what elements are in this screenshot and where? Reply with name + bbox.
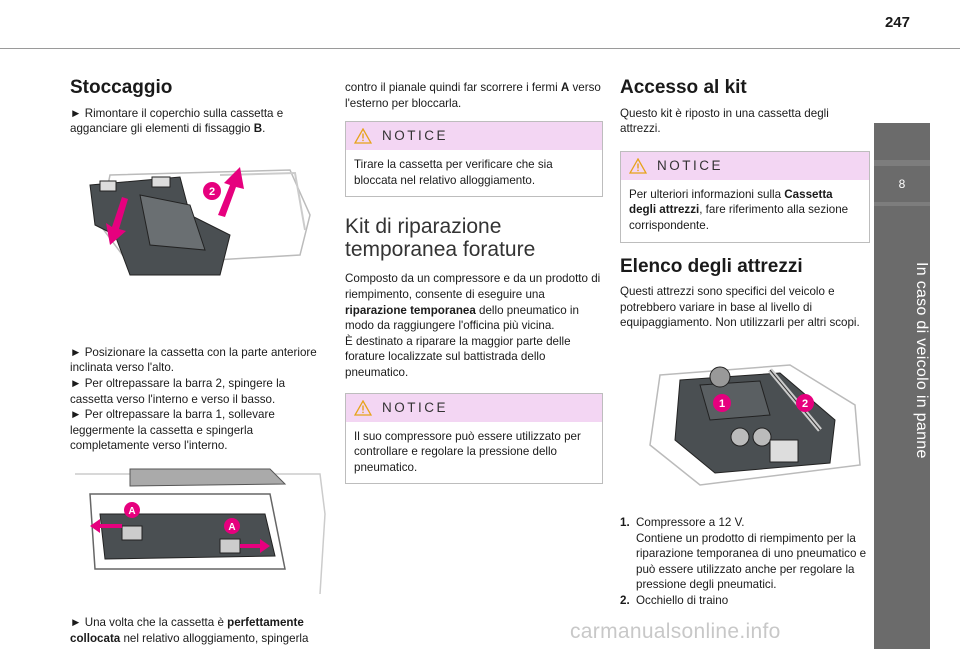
step-text: ► Per oltrepassare la barra 1, sollevare… xyxy=(70,408,275,453)
body-text: Questo kit è riposto in una cassetta deg… xyxy=(620,106,829,136)
step-continuation: contro il pianale quindi far scorrere i … xyxy=(345,81,601,110)
notice-title: NOTICE xyxy=(382,128,449,144)
column-storage: Stoccaggio ► Rimontare il coperchio sull… xyxy=(70,77,328,646)
watermark-footer: carmanualsonline.info xyxy=(570,620,781,643)
list-item: 2. Occhiello di traino xyxy=(620,593,870,609)
page-number: 247 xyxy=(884,14,910,31)
illustration-label: A xyxy=(228,522,235,533)
step-text: ► Rimontare il coperchio sulla cassetta … xyxy=(70,106,284,136)
notice-box: NOTICE Tirare la cassetta per verificare… xyxy=(345,121,603,198)
step-text: ► Per oltrepassare la barra 2, spingere … xyxy=(70,376,286,406)
body-text: Questi attrezzi sono specifici del veico… xyxy=(620,285,860,330)
section-heading-storage: Stoccaggio xyxy=(70,77,173,98)
warning-icon xyxy=(629,157,647,174)
tool-list: 1. Compressore a 12 V. Contiene un prodo… xyxy=(620,515,870,609)
warning-icon xyxy=(354,399,372,416)
notice-header: NOTICE xyxy=(621,151,869,180)
list-text: Compressore a 12 V. xyxy=(636,515,745,529)
notice-text: Per ulteriori informazioni sulla Cassett… xyxy=(629,187,849,232)
notice-box: NOTICE Il suo compressore può essere uti… xyxy=(345,392,603,485)
step-text: ► Posizionare la cassetta con la parte a… xyxy=(70,345,317,375)
header-divider xyxy=(0,48,960,49)
notice-title: NOTICE xyxy=(657,157,724,173)
warning-icon xyxy=(354,128,372,144)
notice-text: Tirare la cassetta per verificare che si… xyxy=(354,158,553,187)
notice-header: NOTICE xyxy=(346,122,602,151)
illustration-label: 1 xyxy=(719,398,725,410)
notice-text: Il suo compressore può essere utilizzato… xyxy=(354,429,581,474)
column-kit-access: Accesso al kit Questo kit è riposto in u… xyxy=(620,77,870,609)
step-text: ► Una volta che la cassetta è perfettame… xyxy=(70,615,309,645)
toolkit-illustration: 1 2 xyxy=(649,364,861,486)
notice-title: NOTICE xyxy=(382,399,449,415)
list-number: 1. xyxy=(620,515,630,529)
section-heading-repair-kit: Kit di riparazione temporanea forature xyxy=(345,215,536,262)
step-list: ► Posizionare la cassetta con la parte a… xyxy=(70,345,328,454)
section-heading-tool-list: Elenco degli attrezzi xyxy=(620,255,803,277)
notice-box: NOTICE Per ulteriori informazioni sulla … xyxy=(620,150,870,243)
list-item: 1. Compressore a 12 V. Contiene un prodo… xyxy=(620,515,870,593)
list-text: Contiene un prodotto di riempimento per … xyxy=(636,531,867,592)
section-heading-kit-access: Accesso al kit xyxy=(620,77,747,98)
list-text: Occhiello di traino xyxy=(636,593,729,607)
body-text: È destinato a riparare la maggior parte … xyxy=(345,334,571,379)
chapter-sidebar xyxy=(874,123,930,649)
list-number: 2. xyxy=(620,593,630,607)
illustration-label: 2 xyxy=(802,398,808,410)
notice-header: NOTICE xyxy=(346,393,602,422)
body-text: Composto da un compressore e da un prodo… xyxy=(345,272,601,333)
column-repair-kit: contro il pianale quindi far scorrere i … xyxy=(345,80,603,492)
toolbox-latch-illustration: A A xyxy=(75,468,326,594)
toolbox-removal-illustration: 2 xyxy=(89,166,311,276)
illustration-label: 2 xyxy=(209,186,215,198)
chapter-title: In caso di veicolo in panne xyxy=(913,261,930,459)
chapter-number: 8 xyxy=(874,166,930,202)
illustration-label: A xyxy=(128,506,135,517)
